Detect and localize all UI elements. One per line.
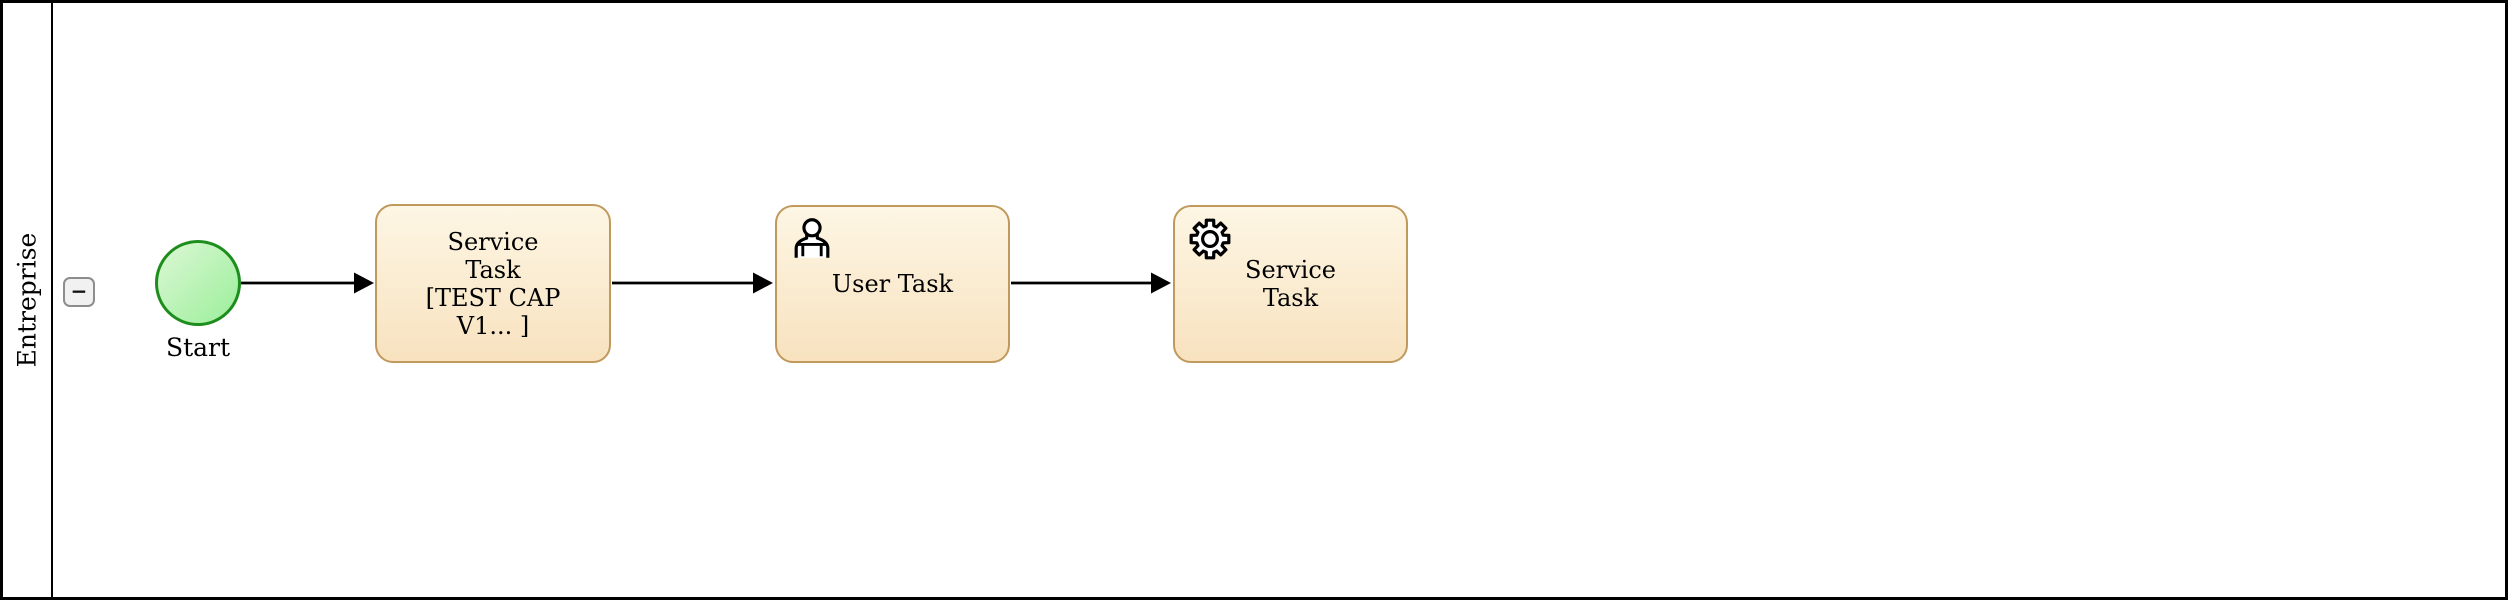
sequence-flow-task1-to-task2[interactable] — [612, 272, 773, 294]
task-label: Service Task — [1245, 256, 1336, 312]
lane-label: Entreprise — [12, 232, 42, 368]
task-user[interactable]: User Task — [775, 205, 1010, 363]
gear-icon — [1189, 218, 1231, 260]
minus-icon: − — [70, 278, 88, 303]
sequence-flow-start-to-task1[interactable] — [241, 272, 374, 294]
start-event-label: Start — [165, 333, 231, 362]
sequence-flow-task2-to-task3[interactable] — [1011, 272, 1171, 294]
lane-entreprise[interactable]: Entreprise — [3, 3, 53, 597]
task-service-test-cap[interactable]: Service Task [TEST CAP V1... ] — [375, 204, 611, 363]
task-label: Service Task [TEST CAP V1... ] — [425, 227, 561, 340]
start-event[interactable] — [155, 240, 241, 326]
task-service[interactable]: Service Task — [1173, 205, 1408, 363]
user-icon — [794, 218, 830, 258]
lane-collapse-button[interactable]: − — [63, 277, 95, 307]
task-label: User Task — [831, 270, 954, 298]
